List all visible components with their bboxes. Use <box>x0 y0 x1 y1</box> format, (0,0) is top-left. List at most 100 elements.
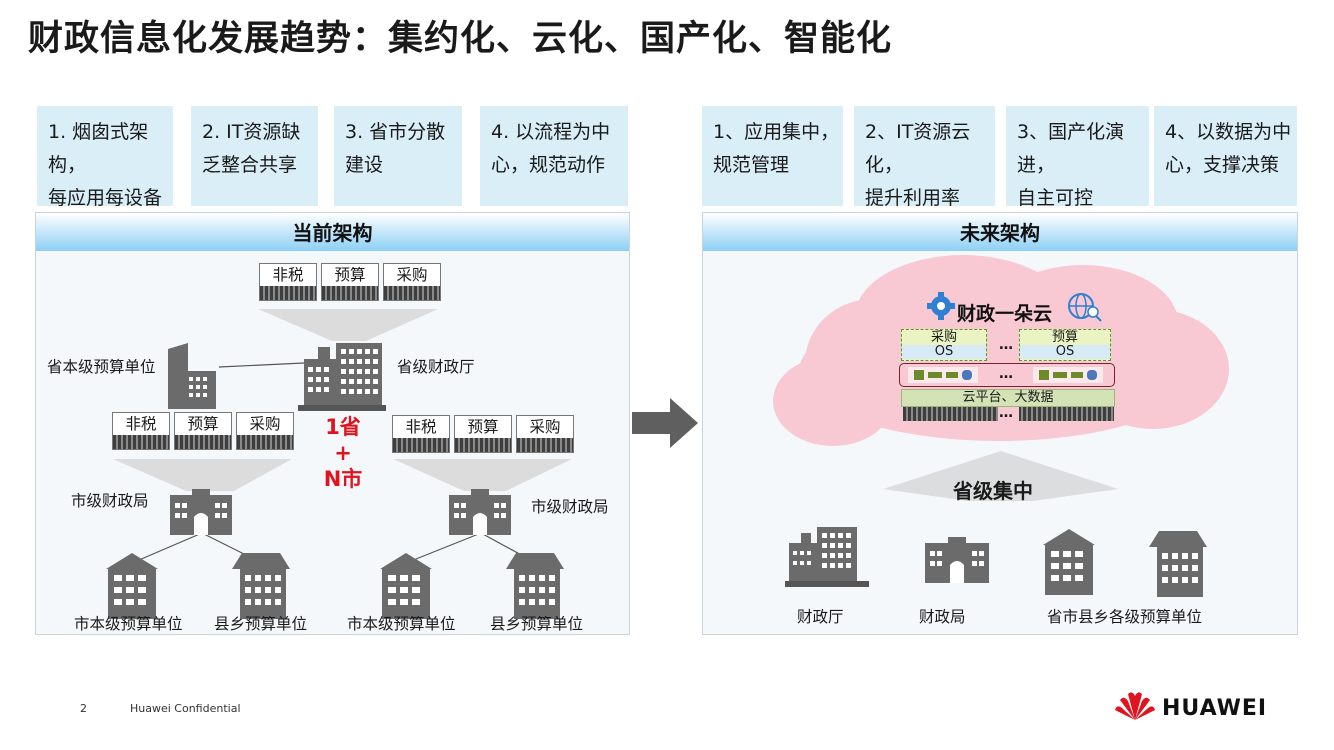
highlight-plus: + <box>334 441 352 465</box>
ellipsis: … <box>999 337 1013 353</box>
connector <box>405 532 482 564</box>
current-architecture-header: 当前架构 <box>36 213 629 251</box>
huawei-logo-icon <box>1115 692 1155 720</box>
building-icon <box>449 489 511 535</box>
server-nontax: 非税 <box>112 412 170 450</box>
server-label: 预算 <box>187 415 219 433</box>
os-left-label: OS <box>902 345 986 359</box>
server-label: 非税 <box>405 418 437 436</box>
city-bureau-left-label: 市级财政局 <box>71 492 149 510</box>
future-architecture-panel: 未来架构 <box>702 212 1298 635</box>
note-line: 乏整合共享 <box>202 154 298 176</box>
province-centralized-label: 省级集中 <box>953 479 1033 503</box>
app-left-label: 采购 <box>930 330 957 345</box>
server-label: 预算 <box>467 418 499 436</box>
confidential-label: Huawei Confidential <box>130 702 241 715</box>
note-line: 4、以数据为中 <box>1165 121 1292 143</box>
left-note-2: 2. IT资源缺 乏整合共享 <box>191 106 318 206</box>
city-unit-label: 市本级预算单位 <box>74 615 183 633</box>
server-nontax: 非税 <box>259 263 317 301</box>
app-right-box: 预算 OS <box>1019 329 1111 361</box>
city-unit-label: 市本级预算单位 <box>347 615 456 633</box>
server-budget: 预算 <box>321 263 379 301</box>
server-procurement: 采购 <box>516 415 574 453</box>
app-left-box: 采购 OS <box>901 329 987 361</box>
highlight-cities: N市 <box>323 467 363 491</box>
current-architecture-diagram <box>106 309 572 619</box>
house-icon <box>106 553 158 619</box>
server-rack <box>1019 407 1114 421</box>
page-title: 财政信息化发展趋势：集约化、云化、国产化、智能化 <box>28 19 893 59</box>
county-unit-label: 县乡预算单位 <box>214 615 308 633</box>
left-fan <box>113 459 292 491</box>
city-bureau-right-label: 市级财政局 <box>531 498 609 516</box>
house-icon <box>506 553 564 619</box>
server-procurement: 采购 <box>236 412 294 450</box>
note-line: 2. IT资源缺 <box>202 121 301 143</box>
finance-bureau-label: 财政局 <box>919 608 966 626</box>
building-icon <box>170 489 232 535</box>
province-unit-label: 省本级预算单位 <box>47 358 156 376</box>
note-line: 2、IT资源云化， <box>865 121 971 176</box>
ellipsis: … <box>999 366 1013 382</box>
county-unit-label: 县乡预算单位 <box>490 615 584 633</box>
note-line: 1、应用集中， <box>713 121 840 143</box>
globe-search-icon <box>1068 293 1102 322</box>
app-right-label: 预算 <box>1051 330 1078 345</box>
server-rack <box>384 286 440 300</box>
server-rack <box>322 286 378 300</box>
cloud-platform-bar: 云平台、大数据 <box>901 389 1115 407</box>
note-line: 4. 以流程为中 <box>491 121 611 143</box>
page-number: 2 <box>80 702 87 715</box>
server-label: 预算 <box>334 266 366 284</box>
resource-icons <box>908 367 1103 383</box>
right-fan <box>393 459 572 491</box>
building-icon <box>925 537 989 583</box>
server-label: 采购 <box>396 266 428 284</box>
top-fan <box>258 309 438 341</box>
spotlight-fan <box>883 451 1118 501</box>
note-line: 建设 <box>345 154 384 176</box>
server-rack <box>175 435 231 449</box>
os-right-label: OS <box>1020 345 1110 359</box>
house-icon <box>380 553 432 619</box>
house-icon <box>1043 529 1095 595</box>
note-line: 心，支撑决策 <box>1165 154 1280 176</box>
house-icon <box>232 553 290 619</box>
note-line: 1. 烟囱式架构， <box>48 121 149 176</box>
resource-pool-box <box>899 363 1115 387</box>
note-line: 每应用每设备 <box>48 187 163 209</box>
server-label: 非税 <box>272 266 304 284</box>
right-note-4: 4、以数据为中 心，支撑决策 <box>1154 106 1297 206</box>
server-rack <box>237 435 293 449</box>
connector <box>218 362 305 368</box>
note-line: 自主可控 <box>1017 187 1094 209</box>
server-procurement: 采购 <box>383 263 441 301</box>
all-level-units-label: 省市县乡各级预算单位 <box>1047 608 1203 626</box>
right-arrow-icon <box>632 398 698 448</box>
server-nontax: 非税 <box>392 415 450 453</box>
left-note-4: 4. 以流程为中 心，规范动作 <box>480 106 628 206</box>
left-note-1: 1. 烟囱式架构， 每应用每设备 <box>37 106 173 209</box>
note-line: 规范管理 <box>713 154 790 176</box>
note-line: 心，规范动作 <box>491 154 606 176</box>
building-icon <box>298 343 386 411</box>
note-line: 3、国产化演进， <box>1017 121 1125 176</box>
right-note-3: 3、国产化演进， 自主可控 <box>1006 106 1149 209</box>
house-icon <box>1149 531 1207 597</box>
server-label: 采购 <box>529 418 561 436</box>
server-rack <box>455 438 511 452</box>
connector <box>131 532 203 564</box>
ellipsis: … <box>999 405 1013 421</box>
huawei-brand: HUAWEI <box>1162 696 1268 721</box>
future-architecture-header: 未来架构 <box>703 213 1297 251</box>
left-note-3: 3. 省市分散 建设 <box>334 106 462 206</box>
highlight-province: 1省 <box>325 415 361 439</box>
note-line: 3. 省市分散 <box>345 121 446 143</box>
gear-icon <box>927 292 955 320</box>
building-icon <box>785 527 869 587</box>
current-architecture-panel: 当前架构 <box>35 212 630 635</box>
server-label: 采购 <box>249 415 281 433</box>
server-rack <box>393 438 449 452</box>
server-rack <box>260 286 316 300</box>
